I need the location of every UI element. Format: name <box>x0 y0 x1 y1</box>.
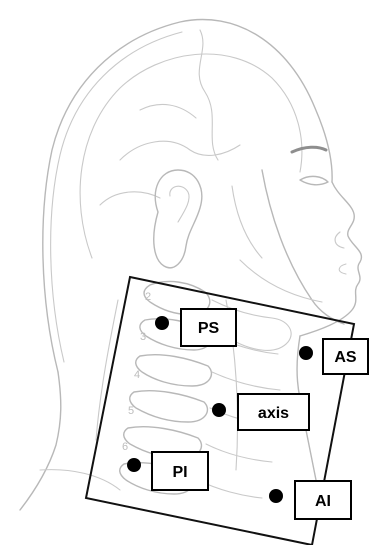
marker-ps-dot <box>155 316 169 330</box>
head-sketch <box>20 20 361 510</box>
marker-pi-dot <box>127 458 141 472</box>
marker-ai: AI <box>269 481 351 519</box>
marker-pi: PI <box>127 452 208 490</box>
marker-ps-label: PS <box>198 320 220 337</box>
vertebra-number-3: 3 <box>140 331 146 343</box>
marker-axis: axis <box>212 394 309 430</box>
marker-as-dot <box>299 346 313 360</box>
marker-axis-label: axis <box>258 405 289 422</box>
marker-pi-label: PI <box>172 464 187 481</box>
marker-ps: PS <box>155 309 236 346</box>
marker-as: AS <box>299 339 368 374</box>
vertebra-number-2: 2 <box>145 291 151 303</box>
vertebra-number-6: 6 <box>122 441 128 453</box>
marker-ai-dot <box>269 489 283 503</box>
marker-ai-label: AI <box>315 493 331 510</box>
marker-axis-dot <box>212 403 226 417</box>
vertebra-number-5: 5 <box>128 405 134 417</box>
vertebra-number-4: 4 <box>134 369 140 381</box>
marker-as-label: AS <box>334 349 357 366</box>
